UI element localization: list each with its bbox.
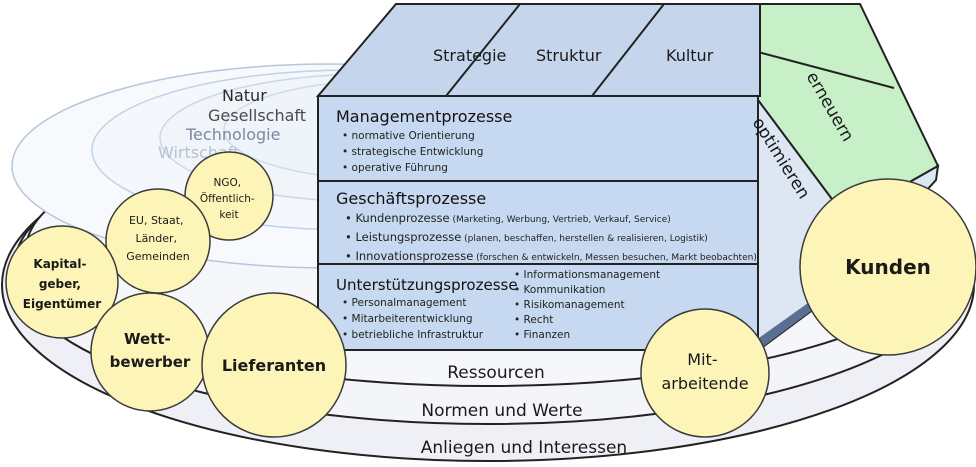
- stakeholder-employees: Mit- arbeitende: [640, 308, 770, 438]
- cube-front-face: [317, 95, 759, 351]
- management-item-2: • strategische Entwicklung: [342, 146, 483, 158]
- support-right-3: • Risikomanagement: [514, 299, 625, 311]
- svg-text:NGO, Öffentlich- k: NGO, Öffentlich- keit: [200, 177, 258, 221]
- support-left-2: • Mitarbeiterentwicklung: [342, 313, 473, 325]
- support-left-3: • betriebliche Infrastruktur: [342, 329, 484, 341]
- svg-text:Lieferanten: Lieferanten: [222, 356, 326, 375]
- svg-text:Mit- arbeitende: Mit- arbeitende: [661, 350, 748, 393]
- order-force-kultur: Kultur: [666, 46, 714, 65]
- stakeholder-state: EU, Staat, Länder, Gemeinden: [105, 188, 211, 294]
- support-right-2: • Kommunikation: [514, 284, 605, 296]
- sphere-label-natur: Natur: [222, 86, 267, 105]
- resources-ring-label: Ressourcen: [447, 363, 545, 383]
- svg-text:Kapital- geber, Ei: Kapital- geber, Eigentümer: [23, 257, 102, 311]
- business-item-3: • Innovationsprozesse (forschen & entwic…: [345, 249, 757, 263]
- stakeholder-competitors: Wett- bewerber: [90, 292, 210, 412]
- management-title: Managementprozesse: [336, 107, 512, 126]
- support-left-1: • Personalmanagement: [342, 297, 467, 309]
- svg-text:Wett- bewerber: Wett- bewerber: [110, 330, 191, 371]
- stakeholder-capital: Kapital- geber, Eigentümer: [5, 225, 119, 339]
- svg-text:EU, Staat, Länder,: EU, Staat, Länder, Gemeinden: [126, 214, 190, 263]
- support-title: Unterstützungsprozesse: [336, 276, 518, 294]
- stakeholder-customers: Kunden: [799, 178, 976, 356]
- business-title: Geschäftsprozesse: [336, 189, 486, 208]
- business-item-2: • Leistungsprozesse (planen, beschaffen,…: [345, 230, 708, 244]
- order-force-struktur: Struktur: [536, 46, 602, 65]
- management-item-3: • operative Führung: [342, 162, 448, 174]
- support-right-4: • Recht: [514, 314, 553, 326]
- management-item-1: • normative Orientierung: [342, 130, 475, 142]
- svg-text:Kunden: Kunden: [845, 255, 931, 279]
- business-item-1: • Kundenprozesse (Marketing, Werbung, Ve…: [345, 211, 671, 225]
- order-force-strategie: Strategie: [433, 46, 506, 65]
- norms-ring-label: Normen und Werte: [421, 401, 582, 421]
- process-cube: Strategie Struktur Kultur erneuern optim…: [315, 3, 940, 355]
- support-right-5: • Finanzen: [514, 329, 570, 341]
- concerns-ring-label: Anliegen und Interessen: [421, 438, 627, 458]
- sphere-label-technologie: Technologie: [185, 125, 280, 144]
- support-right-1: • Informationsmanagement: [514, 269, 660, 281]
- sphere-label-gesellschaft: Gesellschaft: [208, 106, 306, 125]
- stakeholder-suppliers: Lieferanten: [201, 292, 347, 438]
